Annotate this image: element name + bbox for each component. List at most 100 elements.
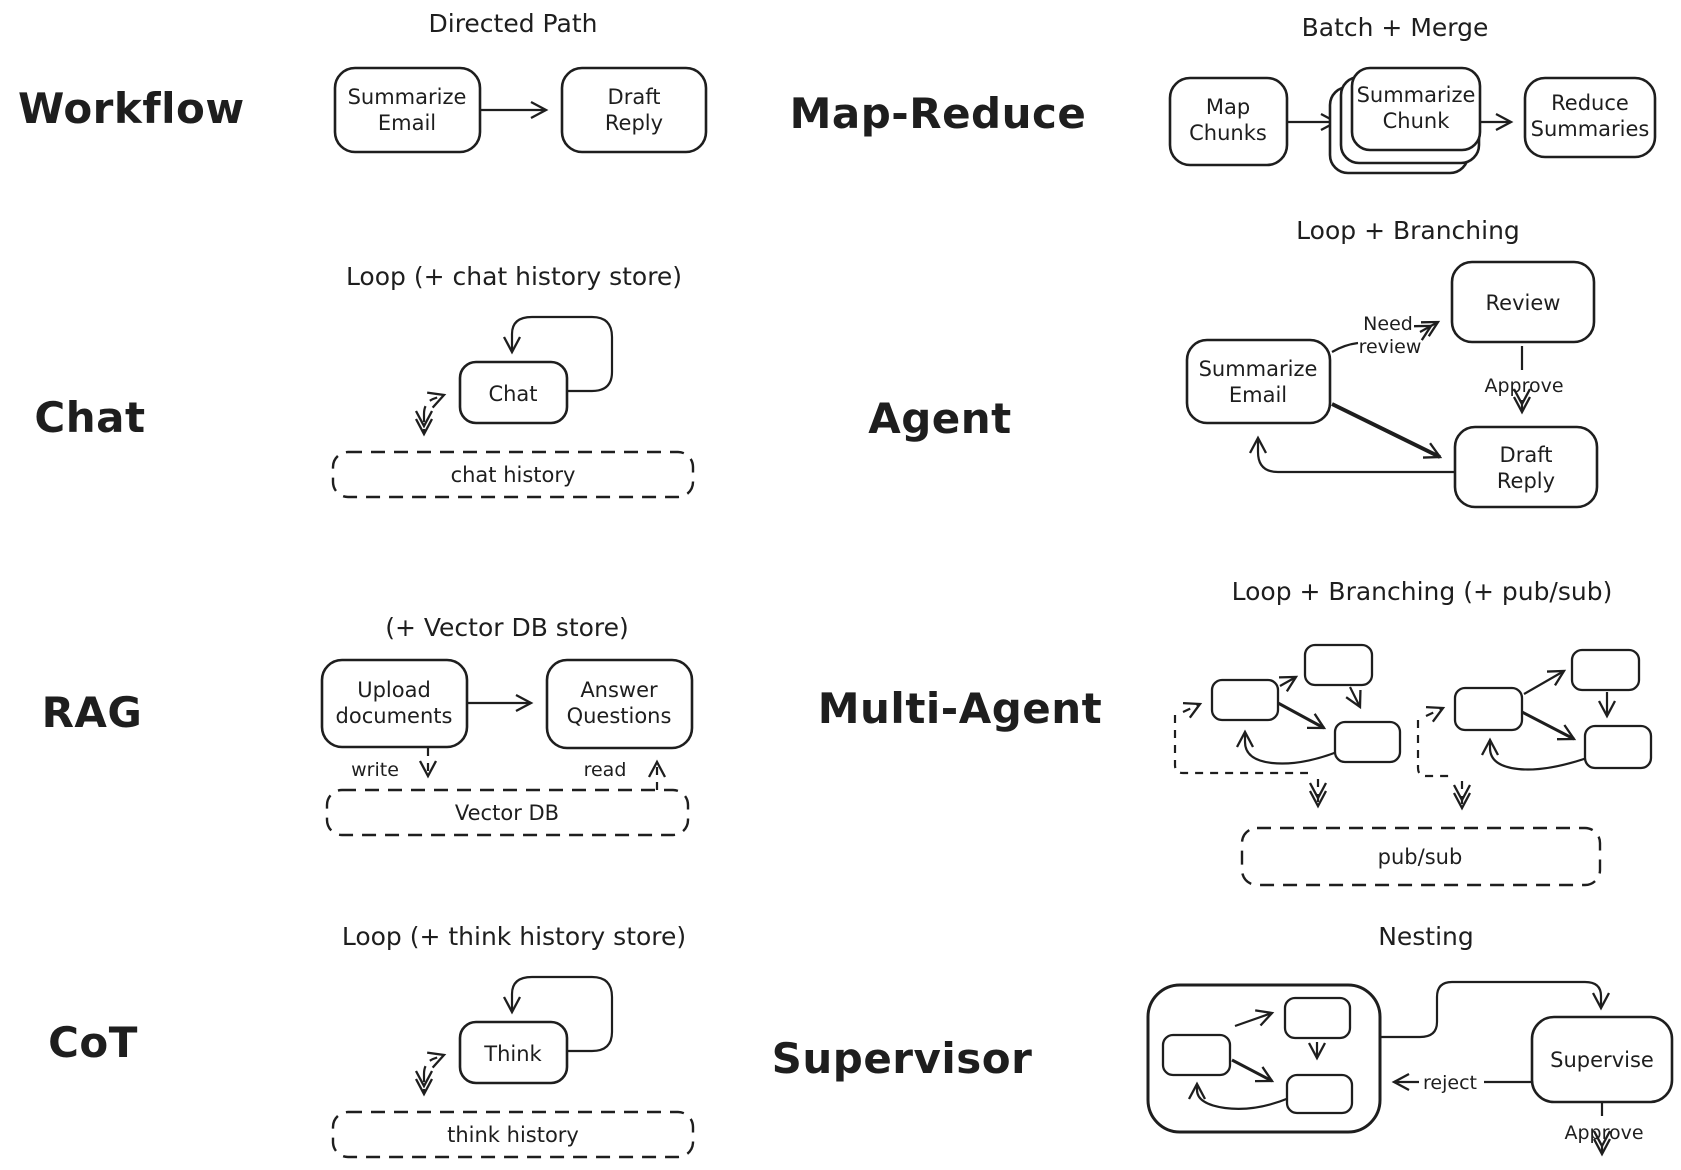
node-summarize-email <box>333 66 482 154</box>
cot-section-label: CoT <box>48 1018 138 1067</box>
rag-section: RAG (+ Vector DB store) Upload documents… <box>42 613 694 837</box>
multi-agent-cluster-right <box>1416 648 1653 811</box>
supervisor-loop-back <box>1187 1081 1290 1110</box>
workflow-title: Directed Path <box>429 9 598 38</box>
cluster2-pubsub-path <box>1416 720 1452 778</box>
supervisor-arrow-left-top <box>1234 1009 1275 1028</box>
node-answer-questions-line2: Questions <box>567 704 672 728</box>
agent-node-draft-reply-line2: Reply <box>1497 469 1555 493</box>
approve-label: Approve <box>1484 375 1563 397</box>
agent-node-draft-reply-line1: Draft <box>1500 443 1553 467</box>
supervisor-box-bottom <box>1285 1073 1354 1115</box>
node-draft-reply-line2: Reply <box>605 111 663 135</box>
think-self-loop <box>502 975 614 1053</box>
cluster1-box-left <box>1210 678 1280 722</box>
agent-section-label: Agent <box>868 394 1012 443</box>
supervise-approve-label: Approve <box>1564 1122 1643 1144</box>
chat-section-label: Chat <box>34 393 145 442</box>
node-chat <box>458 360 569 425</box>
pub-sub-store <box>1240 826 1602 887</box>
cluster1-entry-arrow <box>1182 701 1203 719</box>
cluster1-arrow-top-bottom <box>1345 686 1362 710</box>
multi-agent-section-label: Multi-Agent <box>818 684 1103 733</box>
agent-node-review-label: Review <box>1486 291 1561 315</box>
node-draft-reply <box>560 66 708 154</box>
need-review-label-line1: Need <box>1363 313 1413 335</box>
node-reduce-summaries-line1: Reduce <box>1551 91 1629 115</box>
draft-to-summarize-loop <box>1248 435 1455 474</box>
multi-agent-title: Loop + Branching (+ pub/sub) <box>1232 577 1613 606</box>
cluster1-box-top <box>1303 643 1374 687</box>
rag-section-label: RAG <box>42 688 143 737</box>
supervisor-arrow-left-bottom <box>1231 1058 1275 1083</box>
map-reduce-title: Batch + Merge <box>1302 13 1489 42</box>
node-summarize-email-line2: Email <box>378 111 436 135</box>
workflow-section: Workflow Directed Path Summarize Email D… <box>18 9 708 154</box>
node-chat-label: Chat <box>488 382 537 406</box>
think-history-store <box>331 1110 695 1159</box>
container-to-supervise-arrow <box>1380 980 1611 1039</box>
supervisor-title: Nesting <box>1378 922 1474 951</box>
node-upload-documents-line1: Upload <box>357 678 431 702</box>
node-summarize-email-line1: Summarize <box>348 85 467 109</box>
agent-node-summarize-email-line2: Email <box>1229 383 1287 407</box>
read-label: read <box>584 759 627 781</box>
cluster2-box-bottom <box>1583 724 1653 770</box>
node-map-chunks-line2: Chunks <box>1189 121 1267 145</box>
reject-label: reject <box>1423 1072 1477 1094</box>
node-map-chunks-line1: Map <box>1206 95 1250 119</box>
rag-title: (+ Vector DB store) <box>385 613 629 642</box>
chat-self-loop <box>502 315 614 393</box>
chat-history-store <box>331 450 695 499</box>
cluster2-arrow-left-bottom <box>1521 710 1577 741</box>
cluster2-box-top <box>1570 648 1641 692</box>
node-summarize-chunk-line1: Summarize <box>1357 83 1476 107</box>
need-review-arrow <box>1413 320 1441 341</box>
map-reduce-section-label: Map-Reduce <box>790 89 1087 138</box>
node-supervise-label: Supervise <box>1550 1048 1654 1072</box>
cluster1-loop-back <box>1235 729 1338 765</box>
cluster2-loop-back <box>1480 737 1588 771</box>
node-reduce-summaries <box>1523 76 1657 159</box>
vector-db-store-label: Vector DB <box>455 801 559 825</box>
node-think <box>458 1020 569 1085</box>
think-store-read-arrow <box>422 1051 447 1075</box>
agent-title: Loop + Branching <box>1296 216 1520 245</box>
chat-store-read-arrow <box>422 391 447 415</box>
cot-title: Loop (+ think history store) <box>342 922 686 951</box>
supervisor-box-left <box>1161 1033 1232 1077</box>
cluster1-pubsub-path <box>1173 715 1308 775</box>
node-upload-documents-line2: documents <box>336 704 453 728</box>
map-reduce-section: Map-Reduce Batch + Merge Map Chunks Summ… <box>790 13 1657 175</box>
need-review-edge-start <box>1331 341 1359 353</box>
think-history-store-label: think history <box>447 1123 579 1147</box>
cluster2-arrow-left-top <box>1523 669 1567 695</box>
cluster1-arrow-left-bottom <box>1277 701 1327 730</box>
workflow-section-label: Workflow <box>18 84 245 133</box>
node-think-label: Think <box>483 1042 542 1066</box>
need-review-label-line2: review <box>1359 336 1422 358</box>
agent-node-review <box>1450 260 1596 344</box>
chat-history-store-label: chat history <box>451 463 576 487</box>
vector-db-store <box>325 788 690 837</box>
cot-section: CoT Loop (+ think history store) Think t… <box>48 922 695 1159</box>
agent-node-summarize-email <box>1185 338 1332 425</box>
agent-section: Agent Loop + Branching Summarize Email R… <box>868 216 1599 509</box>
write-label: write <box>351 759 399 781</box>
node-answer-questions <box>545 658 694 750</box>
summarize-to-draft-arrow <box>1331 402 1443 459</box>
node-answer-questions-line1: Answer <box>580 678 658 702</box>
chat-title: Loop (+ chat history store) <box>346 262 682 291</box>
cluster2-entry-arrow <box>1425 705 1446 723</box>
node-draft-reply-line1: Draft <box>608 85 661 109</box>
agent-node-draft-reply <box>1453 425 1599 509</box>
supervisor-section-label: Supervisor <box>772 1034 1033 1083</box>
chat-section: Chat Loop (+ chat history store) Chat ch… <box>34 262 695 499</box>
multi-agent-cluster-left <box>1173 643 1402 809</box>
node-summarize-chunk <box>1350 66 1482 152</box>
supervisor-section: Supervisor Nesting Supervise reject Appr… <box>772 922 1674 1157</box>
agent-node-summarize-email-line1: Summarize <box>1199 357 1318 381</box>
cluster1-arrow-left-top <box>1278 675 1299 692</box>
